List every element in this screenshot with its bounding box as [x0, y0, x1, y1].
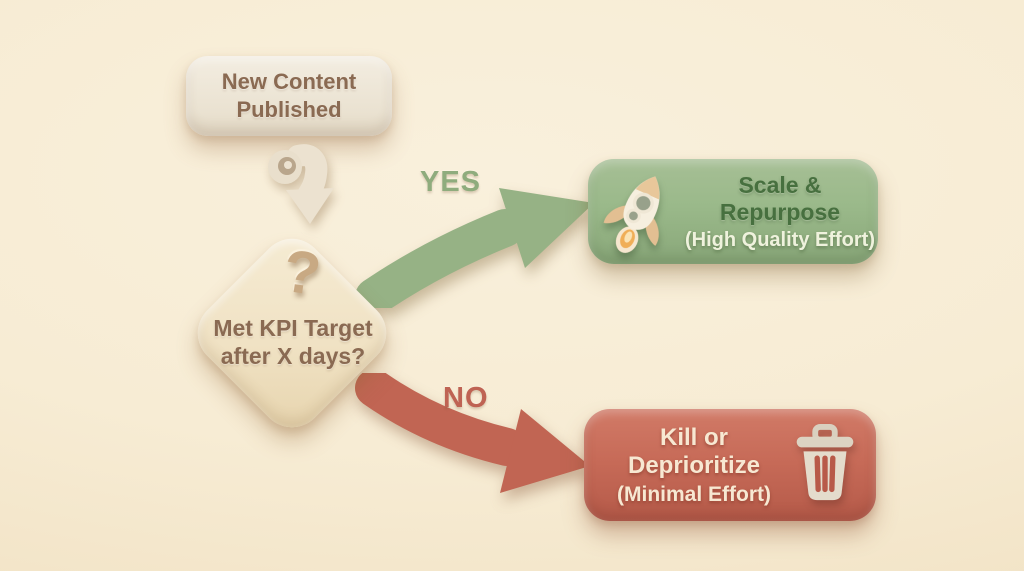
outcome-node-scale-repurpose: Scale & Repurpose (High Quality Effort) — [588, 159, 878, 264]
trash-icon — [796, 424, 854, 501]
decision-node-label: Met KPI Target after X days? — [213, 315, 373, 369]
outcome-node-kill-deprioritize: Kill or Deprioritize (Minimal Effort) — [584, 409, 876, 521]
yes-arrow-icon — [355, 188, 594, 308]
no-arrow-icon — [355, 373, 590, 493]
outcome-no-title: Kill or Deprioritize — [627, 423, 761, 479]
question-mark-badge: ? — [279, 236, 325, 309]
outcome-yes-subtitle: (High Quality Effort) — [685, 228, 875, 251]
start-node: New Content Published — [186, 56, 392, 136]
start-node-label: New Content Published — [221, 69, 357, 122]
yes-branch-label: YES — [420, 166, 482, 198]
outcome-yes-title: Scale & Repurpose — [719, 171, 841, 225]
outcome-no-subtitle: (Minimal Effort) — [617, 482, 771, 506]
rocket-icon — [603, 175, 660, 253]
no-branch-label: NO — [443, 382, 489, 414]
curled-down-arrow-icon — [268, 144, 334, 224]
